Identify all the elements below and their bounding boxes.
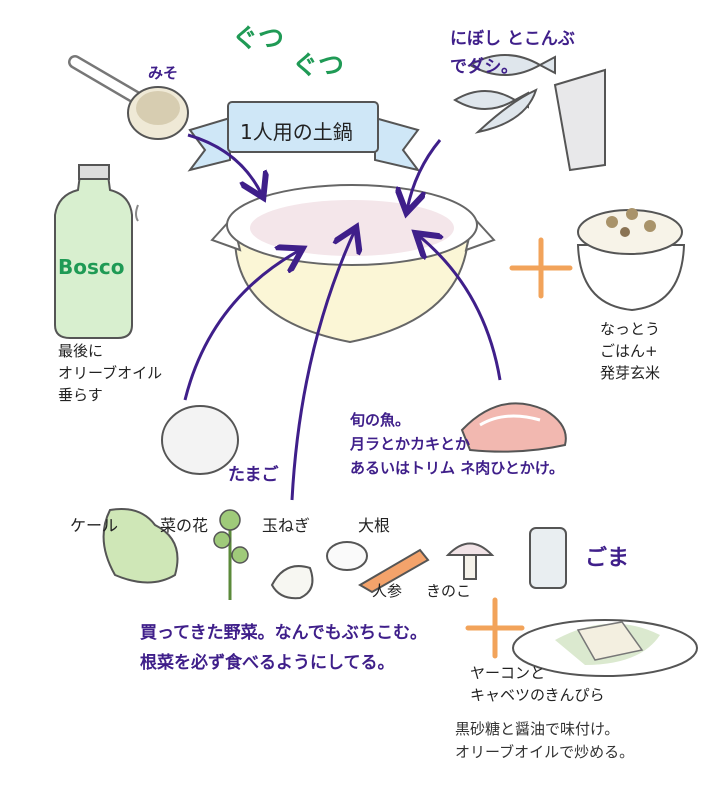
salmon-fillet-illustration: [460, 402, 567, 453]
dashi-label: にぼし とこんぶ でダシ。: [450, 29, 575, 77]
vegetable-note: 買ってきた野菜。なんでもぶちこむ。 根菜を必ず食べるようにしてる。: [140, 623, 427, 673]
miso-spoon-illustration: [68, 55, 189, 140]
olive-oil-bottle-illustration: [54, 164, 139, 339]
miso-label: みそ: [148, 64, 179, 82]
kinpira-label: ヤーコンと キャベツのきんぴら: [470, 664, 605, 704]
olive-oil-note: 最後に オリーブオイル 垂らす: [58, 342, 163, 404]
carrot-illustration: [358, 548, 430, 594]
fish-label: 旬の魚。 月ラとかカキとか あるいはトリム ネ肉ひとかけ。: [350, 411, 565, 477]
clay-pot-illustration: [210, 184, 496, 344]
sesame-shaker-illustration: [529, 527, 567, 589]
title-banner: [187, 101, 421, 172]
plus-sign-icon: [509, 237, 573, 299]
egg-label: たまご: [228, 465, 279, 485]
onion-illustration: [270, 565, 314, 600]
egg-illustration: [161, 405, 239, 475]
page-title: 1人用の土鍋: [240, 120, 353, 144]
kinpira-note: 黒砂糖と醤油で味付け。 オリーブオイルで炒める。: [455, 720, 635, 761]
daikon-illustration: [326, 541, 368, 571]
sound-effect-text: ぐつ: [292, 51, 345, 81]
plus-sign-icon: [465, 597, 525, 659]
sound-effect-text: ぐつ: [232, 24, 285, 54]
ingredient-arrows: [183, 133, 502, 501]
natto-rice-bowl-illustration: [576, 208, 686, 312]
bottle-brand-label: Bosco: [58, 255, 125, 279]
nanohana-label: 菜の花: [160, 516, 209, 535]
onion-label: 玉ねぎ: [262, 516, 311, 535]
kale-illustration: [102, 508, 179, 584]
mushroom-illustration: [445, 542, 495, 580]
kinpira-plate-illustration: [512, 619, 698, 677]
natto-rice-label: なっとう ごはん+ 発芽玄米: [600, 320, 661, 382]
daikon-label: 大根: [358, 516, 391, 535]
carrot-label: 人参: [372, 582, 403, 600]
mushroom-label: きのこ: [426, 582, 472, 600]
kale-label: ケール: [70, 516, 119, 535]
sesame-label: ごま: [585, 546, 630, 571]
nanohana-illustration: [213, 509, 249, 600]
niboshi-kombu-illustration: [453, 54, 606, 172]
